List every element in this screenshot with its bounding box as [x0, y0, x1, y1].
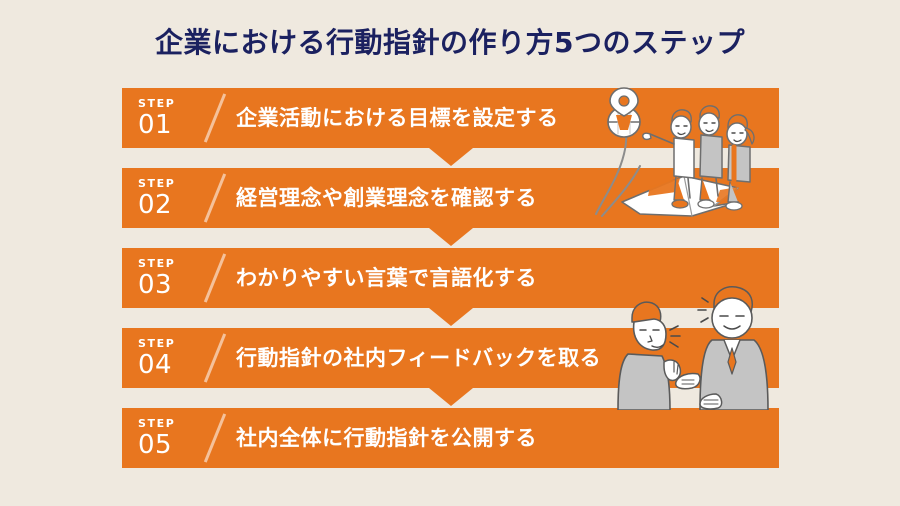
step-badge: STEP 01	[122, 98, 198, 138]
step-text: 社内全体に行動指針を公開する	[236, 425, 537, 450]
slash-divider-icon	[198, 170, 232, 226]
slash-divider-icon	[198, 330, 232, 386]
step-word-label: STEP	[138, 417, 176, 430]
step-word-label: STEP	[138, 257, 176, 270]
step-badge: STEP 03	[122, 258, 198, 298]
step-word-label: STEP	[138, 337, 176, 350]
step-number: 03	[138, 270, 173, 300]
step-row[interactable]: STEP 04 行動指針の社内フィードバックを取る	[122, 328, 779, 406]
down-arrow-connector-icon	[428, 308, 473, 326]
step-word-label: STEP	[138, 97, 176, 110]
step-word-label: STEP	[138, 177, 176, 190]
step-number: 04	[138, 350, 173, 380]
steps-list: STEP 01 企業活動における目標を設定する STEP 02 経営理念や創業理…	[122, 88, 779, 468]
step-number: 02	[138, 190, 173, 220]
page-title: 企業における行動指針の作り方5つのステップ	[155, 26, 745, 59]
down-arrow-connector-icon	[428, 388, 473, 406]
slash-divider-icon	[198, 410, 232, 466]
step-row[interactable]: STEP 02 経営理念や創業理念を確認する	[122, 168, 779, 246]
step-badge: STEP 04	[122, 338, 198, 378]
down-arrow-connector-icon	[428, 228, 473, 246]
step-number: 05	[138, 430, 173, 460]
step-text: わかりやすい言葉で言語化する	[236, 265, 537, 290]
step-number: 01	[138, 110, 173, 140]
step-row[interactable]: STEP 01 企業活動における目標を設定する	[122, 88, 779, 166]
slash-divider-icon	[198, 250, 232, 306]
step-text: 行動指針の社内フィードバックを取る	[236, 345, 602, 370]
down-arrow-connector-icon	[428, 148, 473, 166]
step-row[interactable]: STEP 03 わかりやすい言葉で言語化する	[122, 248, 779, 326]
step-badge: STEP 02	[122, 178, 198, 218]
step-text: 企業活動における目標を設定する	[236, 105, 559, 130]
step-row[interactable]: STEP 05 社内全体に行動指針を公開する	[122, 408, 779, 468]
step-badge: STEP 05	[122, 418, 198, 458]
step-text: 経営理念や創業理念を確認する	[236, 185, 537, 210]
slash-divider-icon	[198, 90, 232, 146]
